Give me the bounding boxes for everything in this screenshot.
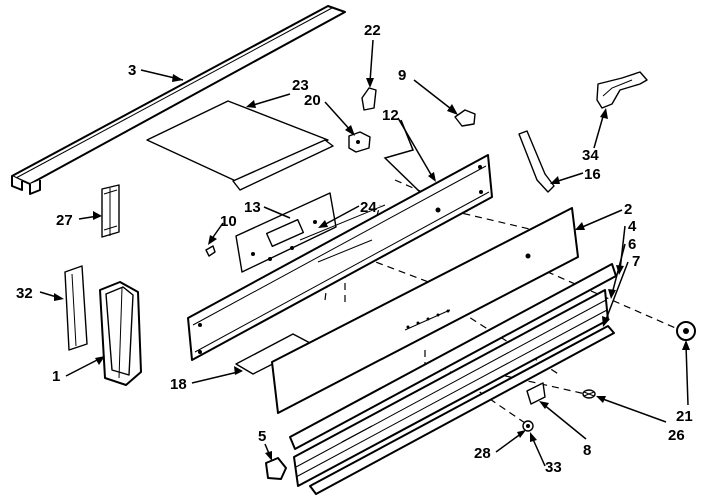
callout-5: 5	[258, 428, 266, 445]
screw	[205, 245, 216, 257]
control-board	[235, 192, 337, 273]
callout-32: 32	[16, 285, 33, 302]
callout-27: 27	[56, 212, 73, 229]
spring	[582, 389, 596, 399]
latch-bracket	[526, 382, 546, 405]
callout-12: 12	[382, 107, 399, 124]
hook-part	[361, 87, 377, 111]
end-cap	[99, 281, 142, 386]
control-knob	[676, 321, 696, 341]
clip-bracket	[101, 184, 120, 238]
support-rod	[518, 130, 555, 193]
callout-3: 3	[128, 62, 136, 79]
callout-7: 7	[632, 253, 640, 270]
callout-20: 20	[304, 92, 321, 109]
callout-22: 22	[364, 22, 381, 39]
small-bracket	[348, 131, 371, 153]
insulation-sheet	[146, 100, 334, 191]
control-panel-backing	[187, 154, 493, 361]
callout-26: 26	[668, 427, 685, 444]
end-clip	[265, 457, 287, 480]
callout-1: 1	[52, 368, 60, 385]
top-trim-bar	[11, 5, 346, 195]
spring-clip	[454, 109, 476, 127]
callout-34: 34	[582, 147, 599, 164]
callout-23: 23	[292, 77, 309, 94]
callout-13: 13	[244, 199, 261, 216]
lower-trim-channels	[289, 263, 617, 495]
callout-28: 28	[474, 445, 491, 462]
callout-6: 6	[628, 236, 636, 253]
callout-21: 21	[676, 408, 693, 425]
divider-strip	[299, 204, 386, 263]
callout-labels: 3 22 9 23 20 12 34 16 27 13 24 10 2 4 6 …	[16, 22, 693, 476]
callout-9: 9	[398, 67, 406, 84]
callout-16: 16	[584, 166, 601, 183]
callout-18: 18	[170, 376, 187, 393]
callout-leaders	[39, 39, 690, 467]
callout-10: 10	[220, 213, 237, 230]
side-panel	[64, 265, 88, 351]
wire-bracket	[596, 71, 648, 109]
push-button	[522, 420, 534, 432]
callout-2: 2	[624, 201, 632, 218]
callout-24: 24	[360, 199, 377, 216]
callout-4: 4	[628, 218, 637, 235]
callout-33: 33	[545, 459, 562, 476]
callout-8: 8	[583, 442, 591, 459]
front-glass-panel	[271, 207, 579, 414]
